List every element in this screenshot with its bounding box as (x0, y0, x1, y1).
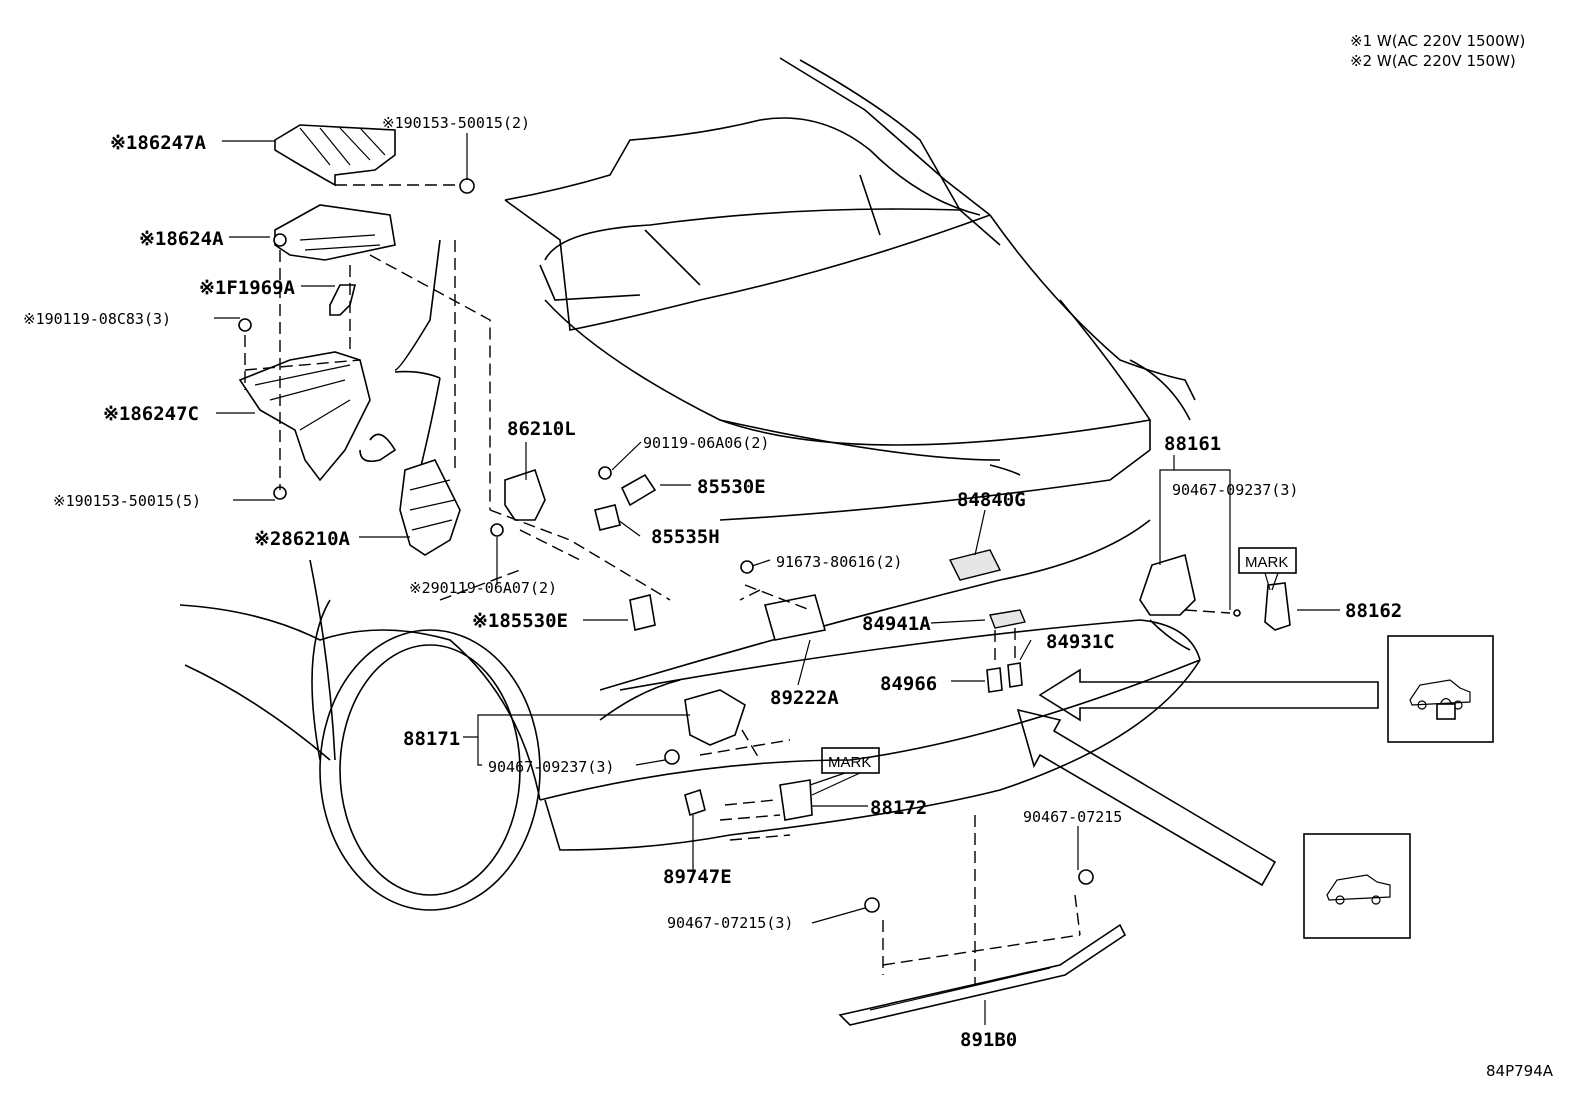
part-88171-antenna (684, 689, 746, 746)
label-90467-07215: 90467-07215 (1023, 808, 1122, 826)
part-86210A-amp (399, 459, 461, 556)
label-84941A: 84941A (862, 613, 931, 635)
view-box-unlock (1303, 833, 1411, 939)
label-86210A: ※286210A (254, 528, 351, 550)
label-190153-50015-5: ※190153-50015(5) (53, 492, 201, 510)
part-89747E-sensor (684, 788, 706, 817)
part-85530E-socket (594, 473, 657, 531)
part-88172-sensor (779, 779, 813, 821)
note-2: ※2 W(AC 220V 150W) (1350, 52, 1516, 70)
label-88171: 88171 (403, 728, 460, 750)
part-88162-sensor (1264, 582, 1291, 631)
label-86210L: 86210L (507, 418, 576, 440)
label-85535H: 85535H (651, 526, 720, 548)
part-84966-84931C-clips (986, 662, 1023, 693)
label-88161: 88161 (1164, 433, 1221, 455)
label-90467-09237-right: 90467-09237(3) (1172, 481, 1298, 499)
label-190119-08C83: ※190119-08C83(3) (23, 310, 171, 328)
part-891B0-garnish (838, 923, 1127, 1026)
label-88172: 88172 (870, 797, 927, 819)
label-88162: 88162 (1345, 600, 1402, 622)
part-86247C-bracket (238, 351, 371, 482)
label-84966: 84966 (880, 673, 937, 695)
note-1: ※1 W(AC 220V 1500W) (1350, 32, 1525, 50)
part-84840G-switch (948, 549, 1002, 581)
assembly-dashed-lines (244, 184, 1231, 985)
label-86247A: ※186247A (110, 132, 207, 154)
view-arrows (1016, 668, 1379, 887)
label-85530E: 85530E (697, 476, 766, 498)
label-90119-06A06: 90119-06A06(2) (643, 434, 769, 452)
part-185530E-connector (629, 594, 656, 631)
mark-label: MARK (828, 754, 871, 771)
label-190153-50015-2: ※190153-50015(2) (382, 114, 530, 132)
mark-label: MARK (1245, 554, 1288, 571)
label-90467-09237-left: 90467-09237(3) (488, 758, 614, 776)
label-91673-80616: 91673-80616(2) (776, 553, 902, 571)
label-F1969A: ※1F1969A (199, 277, 296, 299)
part-labels: ※186247A ※190153-50015(2) ※18624A ※1F196… (23, 114, 1402, 1051)
drawing-id: 84P794A (1486, 1062, 1554, 1080)
part-86247A-cover (274, 124, 396, 187)
label-8624A: ※18624A (139, 228, 224, 250)
label-290119-06A07: ※290119-06A07(2) (409, 579, 557, 597)
label-185530E: ※185530E (472, 610, 568, 632)
vehicle-lock-icon (1436, 703, 1456, 720)
part-8624A-inverter (273, 204, 396, 261)
label-891B0: 891B0 (960, 1029, 1017, 1051)
vehicle-body (179, 57, 1201, 911)
part-88161-bracket (1139, 553, 1196, 616)
part-86210L-bracket (504, 468, 546, 521)
label-89222A: 89222A (770, 687, 839, 709)
vehicle-icon (1326, 874, 1391, 901)
view-box-lock (1387, 635, 1494, 743)
part-F1969A-harness (329, 284, 357, 316)
label-90467-07215-3: 90467-07215(3) (667, 914, 793, 932)
label-84931C: 84931C (1046, 631, 1115, 653)
mark-box-1: MARK (1238, 547, 1297, 591)
leader-lines (214, 133, 1340, 1025)
label-86247C: ※186247C (103, 403, 199, 425)
label-84840G: 84840G (957, 489, 1026, 511)
part-89222A-computer (763, 594, 827, 641)
part-84941A-switch (989, 609, 1026, 629)
label-89747E: 89747E (663, 866, 732, 888)
legend-notes: ※1 W(AC 220V 1500W) ※2 W(AC 220V 150W) (1350, 32, 1525, 70)
mark-box-2: MARK (809, 747, 880, 796)
fasteners (238, 178, 1241, 913)
